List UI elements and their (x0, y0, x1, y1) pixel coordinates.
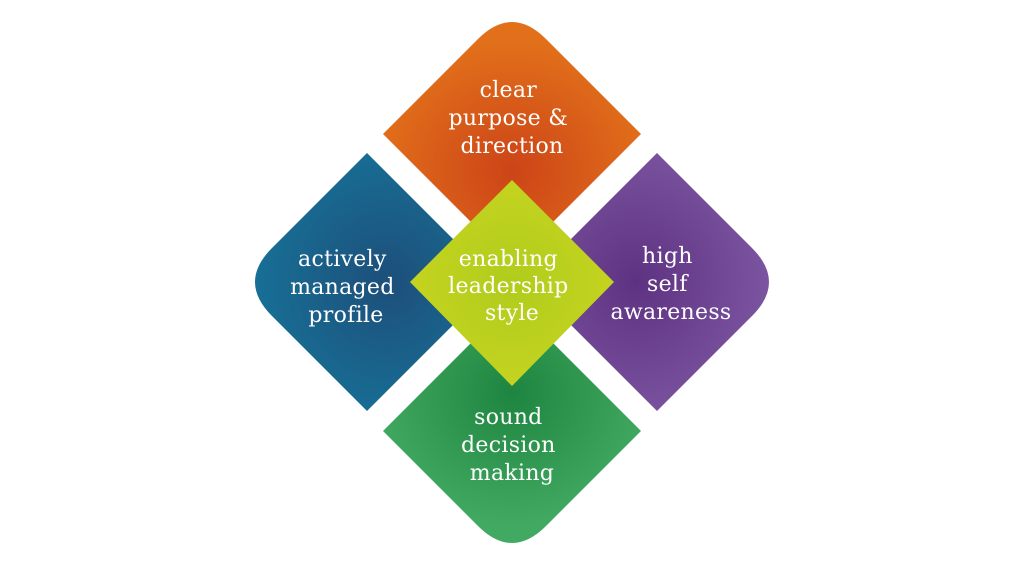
petal-right-shape (528, 153, 769, 411)
petal-top-line: purpose & (449, 106, 569, 131)
petal-bottom-shape (383, 302, 641, 543)
petal-bottom-label: sound decision making (461, 405, 563, 486)
petal-left-shape (255, 153, 496, 411)
petal-bottom-line: decision (461, 433, 556, 458)
petal-top: clear purpose & direction (383, 22, 641, 263)
petal-right-line: high (642, 244, 693, 269)
petal-left-line: profile (308, 303, 383, 328)
petal-top-line: clear (480, 78, 538, 103)
petal-right-line: self (647, 272, 689, 297)
center-line: style (485, 301, 539, 326)
center-diamond-shape (410, 180, 614, 386)
petal-top-shape (383, 22, 641, 263)
center-diamond: enabling leadership style (410, 180, 614, 386)
petal-left-label: actively managed profile (290, 247, 402, 328)
center-label: enabling leadership style (448, 247, 576, 326)
petal-right-line: awareness (610, 300, 731, 325)
petal-left-line: actively (298, 247, 387, 272)
center-line: enabling (459, 247, 558, 272)
center-line: leadership (448, 274, 568, 299)
petal-left: actively managed profile (255, 153, 496, 411)
petal-top-line: direction (461, 134, 564, 159)
petal-bottom-line: making (470, 461, 554, 486)
petal-left-line: managed (290, 275, 395, 300)
petal-bottom-line: sound (474, 405, 542, 430)
petal-right-label: high self awareness (610, 244, 731, 325)
petal-right: high self awareness (528, 153, 769, 411)
petal-bottom: sound decision making (383, 302, 641, 543)
petal-top-label: clear purpose & direction (449, 78, 576, 159)
